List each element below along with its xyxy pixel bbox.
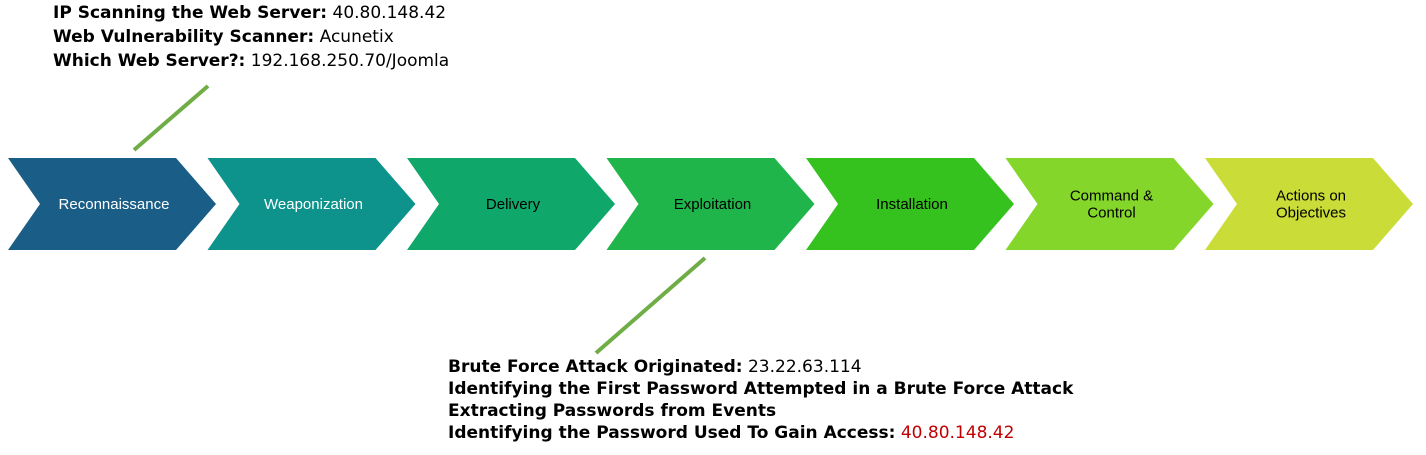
callout-row: Which Web Server?: 192.168.250.70/Joomla — [53, 49, 449, 73]
callout-row: Identifying the Password Used To Gain Ac… — [448, 422, 1073, 444]
callout-value-highlight: 40.80.148.42 — [900, 423, 1015, 443]
reconnaissance-callout-line — [132, 84, 210, 152]
stage-label: Delivery — [486, 196, 541, 213]
kill-chain-stage: Exploitation — [606, 158, 815, 250]
stage-label: Command & — [1070, 188, 1153, 205]
stage-chevron — [8, 158, 216, 250]
kill-chain-stage: Command &Control — [1005, 158, 1214, 250]
stage-label: Reconnaissance — [59, 196, 170, 213]
callout-value: 40.80.148.42 — [332, 3, 447, 23]
stage-label: Installation — [876, 196, 948, 213]
callout-row: Identifying the First Password Attempted… — [448, 378, 1073, 400]
callout-key: Brute Force Attack Originated: — [448, 357, 743, 377]
stage-label: Objectives — [1276, 205, 1346, 222]
stage-label: Actions on — [1276, 188, 1346, 205]
stage-chevron — [806, 158, 1014, 250]
callout-key: IP Scanning the Web Server: — [53, 3, 328, 23]
kill-chain-stage: Delivery — [407, 158, 615, 250]
callout-row: IP Scanning the Web Server: 40.80.148.42 — [53, 1, 449, 25]
callout-key: Identifying the Password Used To Gain Ac… — [448, 423, 896, 443]
exploitation-callout-line — [594, 256, 707, 355]
stage-chevron — [606, 158, 815, 250]
callout-key: Web Vulnerability Scanner: — [53, 27, 315, 47]
stage-chevron — [407, 158, 615, 250]
kill-chain-stage: Installation — [806, 158, 1014, 250]
kill-chain-stage: Weaponization — [207, 158, 416, 250]
stage-label: Weaponization — [264, 196, 363, 213]
stage-chevron — [1005, 158, 1214, 250]
stage-label: Control — [1087, 205, 1135, 222]
callout-value: 192.168.250.70/Joomla — [250, 51, 450, 71]
callout-row: Extracting Passwords from Events — [448, 400, 1073, 422]
stage-chevron — [207, 158, 416, 250]
callout-row: Brute Force Attack Originated: 23.22.63.… — [448, 356, 1073, 378]
stage-label: Exploitation — [674, 196, 752, 213]
callout-key: Extracting Passwords from Events — [448, 401, 777, 421]
kill-chain-stage: Reconnaissance — [8, 158, 216, 250]
exploitation-callout: Brute Force Attack Originated: 23.22.63.… — [448, 356, 1073, 444]
stage-chevron — [1205, 158, 1413, 250]
reconnaissance-callout: IP Scanning the Web Server: 40.80.148.42… — [53, 1, 449, 73]
callout-row: Web Vulnerability Scanner: Acunetix — [53, 25, 449, 49]
callout-value: 23.22.63.114 — [747, 357, 862, 377]
callout-key: Which Web Server?: — [53, 51, 246, 71]
callout-key: Identifying the First Password Attempted… — [448, 379, 1074, 399]
callout-value: Acunetix — [319, 27, 394, 47]
